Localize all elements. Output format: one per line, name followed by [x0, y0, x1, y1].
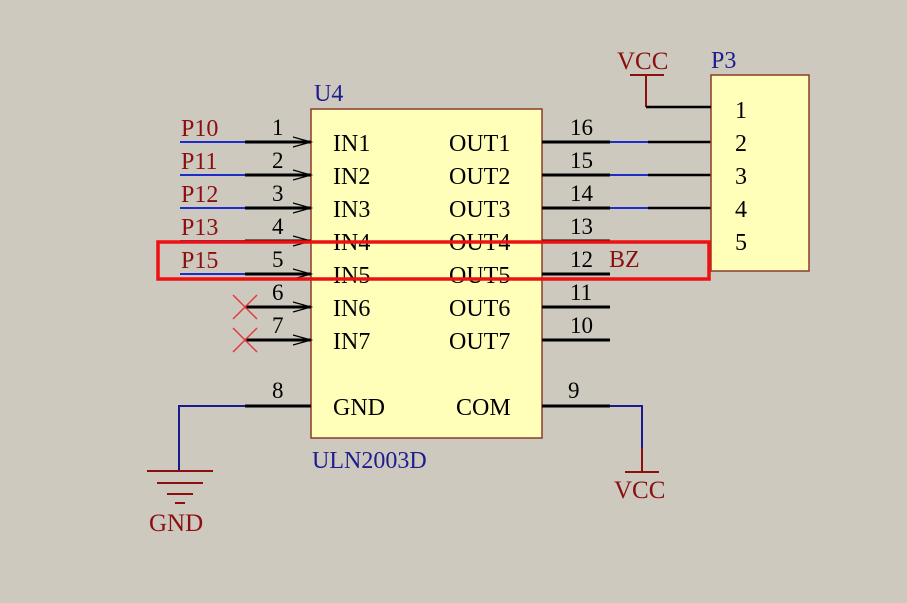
- input-pin-name: IN7: [333, 329, 370, 355]
- vcc-bottom-symbol: VCC: [614, 448, 665, 504]
- input-net-label: P10: [181, 116, 218, 142]
- input-arrow-icon: [292, 202, 314, 214]
- input-pin-name: IN6: [333, 296, 370, 322]
- no-connect-icon: [232, 327, 258, 353]
- output-pin-number: 14: [570, 181, 594, 206]
- output-pin-number: 12: [570, 247, 593, 272]
- connector-pin-5: 5: [735, 230, 747, 256]
- vcc-top-symbol: VCC: [617, 48, 711, 109]
- gnd-pin-number: 8: [272, 378, 284, 403]
- input-arrow-icon: [292, 169, 314, 181]
- u4-part-label: ULN2003D: [312, 448, 427, 474]
- connector-pin-1: 1: [735, 98, 747, 124]
- no-connect-icon: [232, 294, 258, 320]
- input-pin-number: 1: [272, 115, 284, 140]
- input-arrow-icon: [292, 334, 314, 346]
- input-net-label: P15: [181, 248, 218, 274]
- input-net-label: P11: [181, 149, 217, 175]
- input-pin-name: IN2: [333, 164, 370, 190]
- gnd-wire: [178, 405, 245, 470]
- com-pin-number: 9: [568, 378, 580, 403]
- input-pin-name: IN3: [333, 197, 370, 223]
- output-pin-name: OUT3: [449, 197, 510, 223]
- output-pin-name: OUT1: [449, 131, 510, 157]
- output-pin-name: OUT5: [449, 263, 510, 289]
- input-pin-number: 3: [272, 181, 284, 206]
- gnd-pin-name: GND: [333, 395, 385, 421]
- input-pin-name: IN5: [333, 263, 370, 289]
- input-arrow-icon: [292, 136, 314, 148]
- input-pin-number: 2: [272, 148, 284, 173]
- vcc-bottom-label: VCC: [614, 477, 665, 504]
- p3-ref-label: P3: [711, 48, 736, 74]
- u4-ref-label: U4: [314, 81, 343, 107]
- input-arrow-icon: [292, 301, 314, 313]
- output-pin-name: OUT7: [449, 329, 510, 355]
- connector-p3-body: [710, 74, 810, 272]
- connector-pin-3: 3: [735, 164, 747, 190]
- input-pin-number: 7: [272, 313, 284, 338]
- ground-symbol: GND: [147, 470, 213, 537]
- gnd-power-label: GND: [149, 510, 203, 537]
- output-pin-name: OUT2: [449, 164, 510, 190]
- output-pin-number: 15: [570, 148, 593, 173]
- uln2003-body: [310, 108, 543, 439]
- input-pin-number: 4: [272, 214, 284, 239]
- com-wire: [610, 405, 643, 470]
- input-pin-number: 6: [272, 280, 284, 305]
- input-net-label: P12: [181, 182, 218, 208]
- com-pin-name: COM: [456, 395, 511, 421]
- highlight-box: [156, 240, 711, 281]
- connector-pins-group: 1 2 3 4 5: [735, 98, 747, 256]
- vcc-top-label: VCC: [617, 48, 668, 75]
- connector-pin-4: 4: [735, 197, 747, 223]
- com-pin: 9 COM: [456, 378, 643, 470]
- input-pin-name: IN1: [333, 131, 370, 157]
- gnd-pin: 8 GND: [178, 378, 385, 470]
- output-pin-number: 10: [570, 313, 593, 338]
- input-net-label: P13: [181, 215, 218, 241]
- output-pin-number: 11: [570, 280, 592, 305]
- output-pin-number: 13: [570, 214, 593, 239]
- input-pins-group: 1IN1P102IN2P113IN3P124IN4P135IN5P156IN67…: [180, 115, 370, 355]
- output-pin-number: 16: [570, 115, 593, 140]
- output-pin-name: OUT6: [449, 296, 510, 322]
- output-pins-group: 16OUT115OUT214OUT313OUT412OUT5BZ11OUT610…: [449, 115, 711, 355]
- input-pin-number: 5: [272, 247, 284, 272]
- connector-pin-2: 2: [735, 131, 747, 157]
- output-net-label: BZ: [609, 247, 640, 273]
